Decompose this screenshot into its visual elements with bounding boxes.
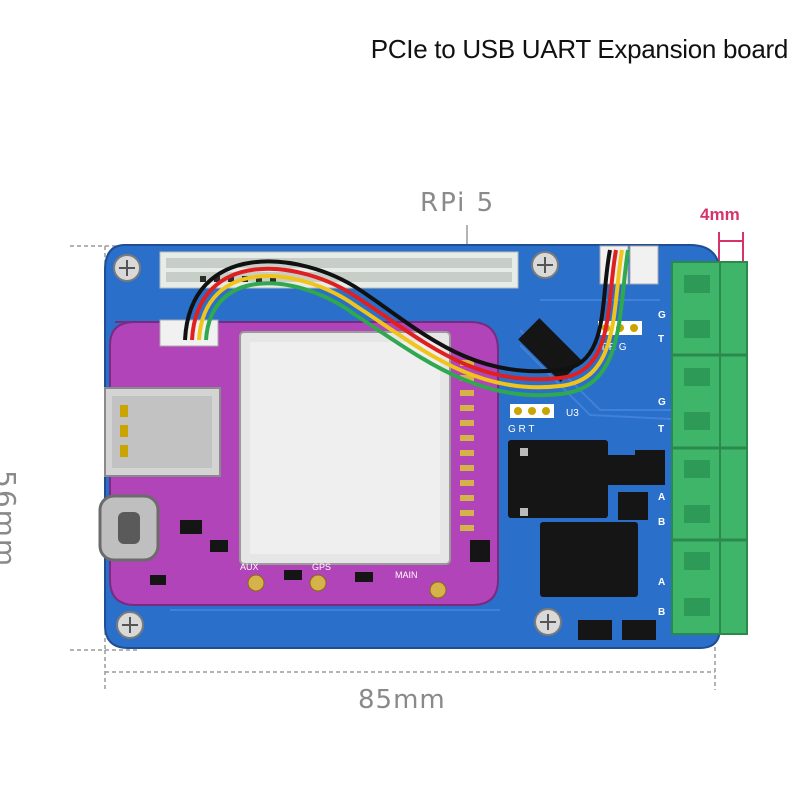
- svg-text:A: A: [658, 492, 665, 503]
- svg-text:G: G: [658, 310, 666, 321]
- svg-text:B: B: [658, 607, 665, 618]
- svg-text:T: T: [658, 334, 664, 345]
- terminal-gap-label: 4mm: [700, 205, 740, 224]
- gpio-header: [159, 251, 519, 289]
- antenna-connectors: [247, 574, 447, 599]
- svg-text:B: B: [658, 517, 665, 528]
- silk-grt: G R T: [508, 424, 534, 435]
- svg-text:G: G: [658, 397, 666, 408]
- silk-main: MAIN: [395, 570, 418, 580]
- width-dimension-label: 85mm: [358, 685, 446, 715]
- silk-aux: AUX: [240, 562, 259, 572]
- rpi5-label: RPi 5: [420, 188, 496, 218]
- terminal-gap-marker: [718, 232, 744, 262]
- svg-text:T: T: [658, 424, 664, 435]
- silk-u3: U3: [566, 408, 579, 419]
- uart-cable: [183, 249, 630, 398]
- ic-chips: [508, 318, 665, 640]
- silk-gps: GPS: [312, 562, 331, 572]
- page-title: PCIe to USB UART Expansion board: [370, 34, 789, 64]
- svg-text:A: A: [658, 577, 665, 588]
- terminal-blocks: [671, 261, 748, 635]
